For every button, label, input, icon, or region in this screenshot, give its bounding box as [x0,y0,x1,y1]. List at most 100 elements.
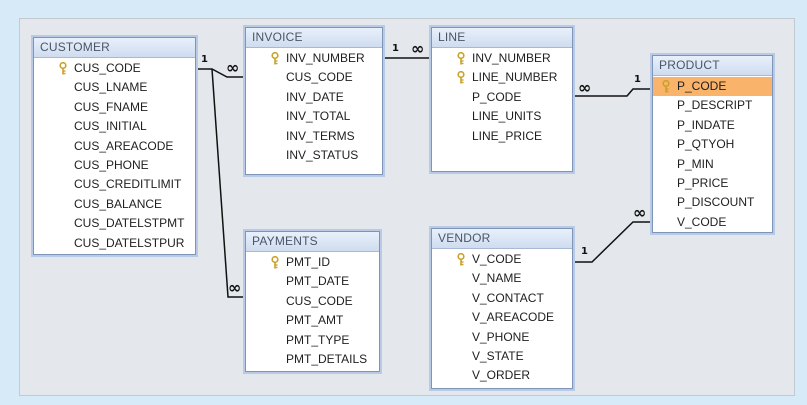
field-row[interactable]: V_PHONE [432,328,572,347]
field-row[interactable]: P_QTYOH [653,135,772,154]
field-row[interactable]: PMT_DATE [246,272,379,291]
rel-line-product [573,88,650,97]
rel-vendor-product [573,221,650,263]
field-row[interactable]: INV_TERMS [246,127,382,146]
field-name: V_STATE [472,348,524,363]
field-name: V_NAME [472,271,522,286]
table-customer[interactable]: CUSTOMER CUS_CODE CUS_LNAME CUS_FNAME CU… [33,37,196,255]
rel-customer-payments [211,68,243,298]
table-title[interactable]: INVOICE [246,28,382,48]
field-row-selected[interactable]: P_CODE [653,77,772,97]
field-name: LINE_NUMBER [472,70,558,85]
field-name: P_DISCOUNT [677,195,755,210]
key-icon [662,80,670,93]
table-invoice[interactable]: INVOICE INV_NUMBER CUS_CODE INV_DATE INV… [245,27,383,175]
field-name: PMT_DETAILS [286,351,368,366]
field-row[interactable]: CUS_LNAME [34,78,195,97]
table-payments[interactable]: PAYMENTS PMT_ID PMT_DATE CUS_CODE PMT_AM… [245,231,380,372]
field-name: CUS_LNAME [74,80,148,95]
field-name: PMT_AMT [286,313,344,328]
field-name: V_ORDER [472,368,531,383]
rel-customer-invoice [196,68,243,78]
field-row[interactable]: CUS_DATELSTPUR [34,234,195,253]
card-product-one: 1 [634,74,641,85]
field-row[interactable]: P_DISCOUNT [653,193,772,212]
field-row[interactable]: LINE_NUMBER [432,68,572,87]
table-line[interactable]: LINE INV_NUMBER LINE_NUMBER P_CODE LINE_… [431,27,573,172]
field-row[interactable]: P_INDATE [653,116,772,135]
field-row[interactable]: CUS_BALANCE [34,195,195,214]
field-name: PMT_TYPE [286,332,350,347]
field-row[interactable]: V_CONTACT [432,289,572,308]
key-icon [271,52,279,65]
field-row[interactable]: V_NAME [432,269,572,288]
card-line-product-many: ∞ [578,78,592,97]
table-title[interactable]: LINE [432,28,572,48]
card-payments-many: ∞ [228,278,242,297]
field-name: V_CONTACT [472,290,544,305]
key-icon [457,71,465,84]
field-row[interactable]: V_STATE [432,347,572,366]
field-name: CUS_CODE [74,61,141,75]
field-name: LINE_UNITS [472,109,542,124]
field-row[interactable]: CUS_INITIAL [34,117,195,136]
field-row[interactable]: LINE_UNITS [432,107,572,126]
card-invoice-many: ∞ [226,58,240,77]
field-row[interactable]: V_CODE [432,250,572,269]
table-product[interactable]: PRODUCT P_CODE P_DESCRIPT P_INDATE P_QTY… [652,55,773,233]
field-row[interactable]: CUS_AREACODE [34,137,195,156]
field-name: CUS_CODE [286,70,353,85]
field-name: P_QTYOH [677,137,735,152]
field-row[interactable]: INV_TOTAL [246,107,382,126]
field-row[interactable]: LINE_PRICE [432,127,572,146]
field-row[interactable]: CUS_CREDITLIMIT [34,175,195,194]
field-name: P_CODE [677,79,727,93]
field-name: CUS_FNAME [74,99,149,114]
field-name: INV_TERMS [286,128,355,143]
key-icon [271,256,279,269]
field-name: PMT_ID [286,255,331,269]
field-name: V_AREACODE [472,310,555,325]
field-row[interactable]: INV_DATE [246,88,382,107]
field-row[interactable]: P_PRICE [653,174,772,193]
table-title[interactable]: PRODUCT [653,56,772,76]
field-name: CUS_PHONE [74,157,149,172]
field-row[interactable]: V_CODE [653,213,772,232]
table-title[interactable]: PAYMENTS [246,232,379,252]
card-product-many: ∞ [633,203,647,222]
field-row[interactable]: PMT_DETAILS [246,350,379,369]
field-name: CUS_DATELSTPUR [74,235,185,250]
card-line-many: ∞ [411,39,425,58]
field-row[interactable]: CUS_CODE [34,59,195,78]
field-row[interactable]: INV_NUMBER [246,49,382,68]
field-row[interactable]: INV_NUMBER [432,49,572,68]
field-name: INV_DATE [286,89,344,104]
field-row[interactable]: INV_STATUS [246,146,382,165]
field-name: PMT_DATE [286,274,350,289]
field-row[interactable]: CUS_CODE [246,292,379,311]
field-row[interactable]: PMT_AMT [246,311,379,330]
field-row[interactable]: PMT_TYPE [246,331,379,350]
table-vendor[interactable]: VENDOR V_CODE V_NAME V_CONTACT V_AREACOD… [431,228,573,389]
field-row[interactable]: CUS_FNAME [34,98,195,117]
field-row[interactable]: V_AREACODE [432,308,572,327]
field-name: V_PHONE [472,329,530,344]
table-title[interactable]: CUSTOMER [34,38,195,58]
field-row[interactable]: CUS_CODE [246,68,382,87]
field-name: LINE_PRICE [472,128,543,143]
field-list: V_CODE V_NAME V_CONTACT V_AREACODE V_PHO… [432,249,572,386]
field-row[interactable]: CUS_PHONE [34,156,195,175]
field-row[interactable]: P_CODE [432,88,572,107]
field-name: P_INDATE [677,117,735,132]
field-name: CUS_BALANCE [74,196,163,211]
field-row[interactable]: P_DESCRIPT [653,96,772,115]
field-name: P_MIN [677,156,714,171]
field-list: INV_NUMBER LINE_NUMBER P_CODE LINE_UNITS… [432,48,572,146]
field-name: P_PRICE [677,175,729,190]
table-title[interactable]: VENDOR [432,229,572,249]
field-row[interactable]: CUS_DATELSTPMT [34,214,195,233]
field-row[interactable]: V_ORDER [432,366,572,385]
field-row[interactable]: PMT_ID [246,253,379,272]
field-row[interactable]: P_MIN [653,155,772,174]
